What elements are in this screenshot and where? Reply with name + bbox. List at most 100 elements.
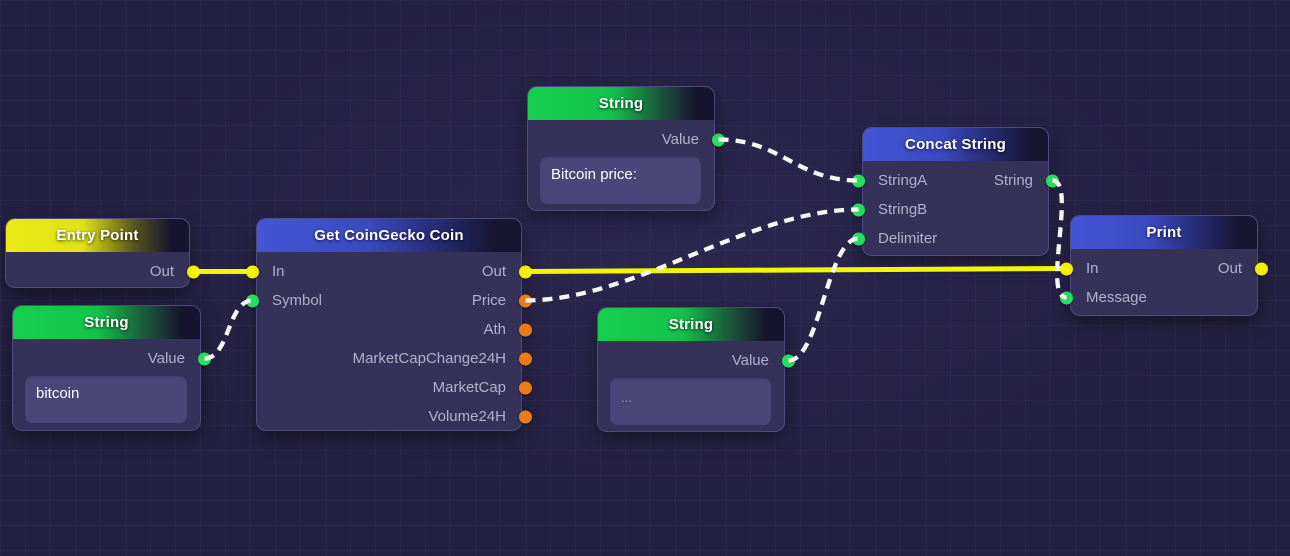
wire-coingecko.Out-to-print.In [523,266,1069,274]
pin-row: Delimiter [852,224,1048,253]
pin-coingecko-symbol-input[interactable] [246,294,259,307]
pin-concat-delimiter-input[interactable] [852,232,865,245]
output-group: Out [1218,260,1242,277]
pin-label: In [1086,260,1099,277]
pin-label: Value [147,350,185,367]
text-field-str_price_label[interactable]: Bitcoin price: [540,157,701,204]
node-title: String [598,95,644,112]
pin-row: Out [6,257,200,286]
pin-row: In Out [246,257,532,286]
node-header-entry[interactable]: Entry Point [6,219,189,252]
pin-str_delim-value-output[interactable] [782,354,795,367]
node-header-print[interactable]: Print [1071,216,1257,249]
pin-coingecko-in-input[interactable] [246,265,259,278]
output-group: MarketCap [433,379,506,396]
pin-row: Value [13,344,211,373]
pin-label: Value [661,131,699,148]
node-title: Print [1146,224,1182,241]
pin-label: Symbol [272,292,323,309]
node-header-concat[interactable]: Concat String [863,128,1048,161]
input-group: Symbol [272,292,322,309]
pin-row: Volume24H [257,402,532,431]
pin-row: Message [1060,283,1257,312]
pin-row: StringA String [852,166,1059,195]
pin-label: Price [471,292,506,309]
pin-label: In [272,263,285,280]
output-group: Value [732,352,769,369]
output-group: Value [662,131,699,148]
pin-concat-string-output[interactable] [1046,174,1059,187]
pin-coingecko-volume24h-output[interactable] [519,410,532,423]
input-group: StringA [878,172,927,189]
pin-coingecko-marketcap-output[interactable] [519,381,532,394]
node-title: Concat String [905,136,1006,153]
output-group: Out [150,263,174,280]
pin-concat-stringb-input[interactable] [852,203,865,216]
pin-label: StringA [878,172,928,189]
pin-str_bitcoin-value-output[interactable] [198,352,211,365]
node-header-coingecko[interactable]: Get CoinGecko Coin [257,219,521,252]
pin-print-message-input[interactable] [1060,291,1073,304]
wire-concat.String-to-print.Message [1051,178,1068,300]
pin-coingecko-price-output[interactable] [519,294,532,307]
pin-row: Value [598,346,795,375]
input-group: In [1086,260,1099,277]
pin-coingecko-out-output[interactable] [519,265,532,278]
pin-label: Delimiter [878,230,938,247]
output-group: Ath [483,321,506,338]
input-group: StringB [878,201,927,218]
pin-label: Volume24H [428,408,506,425]
pin-row: StringB [852,195,1048,224]
pin-row: MarketCap [257,373,532,402]
node-title: Get CoinGecko Coin [314,227,464,244]
output-group: Value [148,350,185,367]
pin-concat-stringa-input[interactable] [852,174,865,187]
pin-label: String [993,172,1033,189]
output-group: MarketCapChange24H [353,350,506,367]
input-group: Message [1086,289,1147,306]
node-header-str_delim[interactable]: String [598,308,784,341]
output-group: Price [472,292,506,309]
input-group: In [272,263,285,280]
node-body: Out [6,252,200,286]
pin-label: Out [481,263,506,280]
pin-row: Value [528,125,725,154]
wire-str_delim.Value-to-concat.Delimiter [788,236,859,363]
node-header-str_price_label[interactable]: String [528,87,714,120]
pin-coingecko-ath-output[interactable] [519,323,532,336]
pin-label: Message [1086,289,1147,306]
pin-str_price_label-value-output[interactable] [712,133,725,146]
wire-coingecko.Price-to-concat.StringB [525,207,859,303]
output-group: Out [482,263,506,280]
pin-coingecko-marketcapchange24h-output[interactable] [519,352,532,365]
node-title: Entry Point [56,227,139,244]
output-group: Volume24H [428,408,506,425]
pin-row: In Out [1060,254,1268,283]
pin-label: MarketCap [432,379,506,396]
pin-label: Out [1217,260,1242,277]
pin-label: MarketCapChange24H [352,350,506,367]
wire-str_bitcoin.Value-to-coingecko.Symbol [204,298,253,361]
node-title: String [84,314,129,331]
pin-print-in-input[interactable] [1060,262,1073,275]
node-title: String [668,316,714,333]
node-body: Value... [598,341,795,425]
pin-entry-out-output[interactable] [187,265,200,278]
pin-print-out-output[interactable] [1255,262,1268,275]
text-field-str_bitcoin[interactable]: bitcoin [25,376,187,423]
node-header-str_bitcoin[interactable]: String [13,306,200,339]
text-field-str_delim[interactable]: ... [610,378,771,425]
pin-label: Value [731,352,769,369]
